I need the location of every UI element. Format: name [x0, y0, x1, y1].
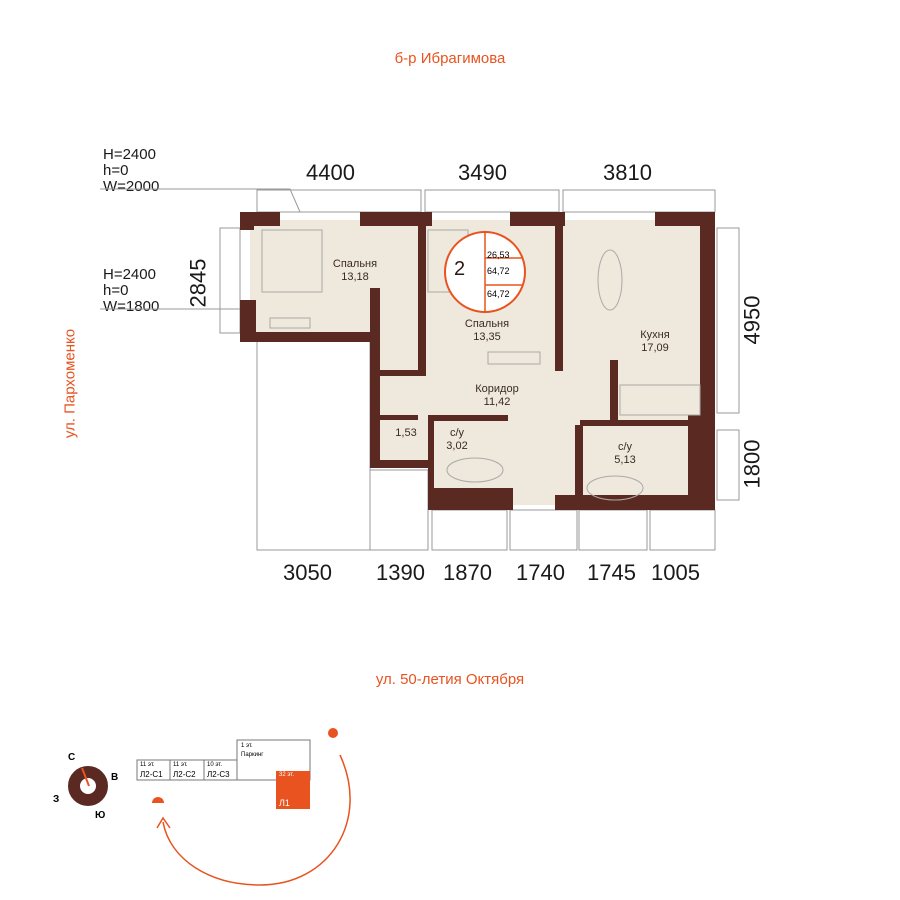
- badge-living-area: 26,53: [487, 250, 510, 260]
- street-top: б-р Ибрагимова: [394, 50, 506, 67]
- walls: [240, 212, 715, 510]
- room-area: 5,13: [614, 454, 636, 466]
- dim-bottom-4: 1740: [516, 560, 565, 585]
- opening-width: W=2000: [103, 178, 160, 195]
- dim-right-2: 1800: [739, 439, 765, 489]
- dim-top-1: 4400: [306, 160, 355, 185]
- opening-spec-2: H=2400 h=0 W=1800: [103, 267, 159, 315]
- room-area: 13,35: [473, 331, 501, 343]
- section-floors: 10 эт.: [207, 762, 223, 768]
- compass-n: С: [68, 752, 76, 763]
- compass-e: В: [111, 772, 119, 783]
- opening-sill: h=0: [103, 162, 129, 179]
- site-plan: [136, 728, 351, 886]
- room-name: с/у: [617, 441, 633, 453]
- section-name: Л2-С2: [173, 770, 196, 779]
- street-bottom: ул. 50-летия Октября: [375, 671, 525, 688]
- compass-s: Ю: [95, 810, 106, 821]
- area-badge: [444, 231, 526, 313]
- site-section-2: 11 эт. Л2-С2: [173, 761, 196, 779]
- site-section-3: 10 эт. Л2-С3: [207, 761, 230, 779]
- section-name: Л2-С1: [140, 770, 163, 779]
- opening-sill: h=0: [103, 282, 129, 299]
- room-name: Спальня: [332, 258, 378, 270]
- compass: [68, 766, 108, 806]
- dim-top-2: 3490: [458, 160, 507, 185]
- furniture: [261, 229, 701, 501]
- bed: [261, 229, 323, 293]
- bathtub: [586, 475, 644, 501]
- room-area: 17,09: [641, 342, 669, 354]
- floor: [250, 220, 708, 505]
- sun-path-arrow: [162, 754, 351, 886]
- dim-bottom-6: 1005: [651, 560, 700, 585]
- room-name: Спальня: [464, 318, 510, 330]
- badge-total-area-2: 64,72: [487, 289, 510, 299]
- parking-floors: 1 эт.: [241, 743, 253, 749]
- kitchen-counter: [619, 384, 701, 416]
- dim-right-1: 4950: [739, 295, 765, 345]
- badge-total-area: 64,72: [487, 266, 510, 276]
- room-area: 1,53: [395, 427, 417, 439]
- dim-bottom-5: 1745: [587, 560, 636, 585]
- opening-spec-1: H=2400 h=0 W=2000: [103, 147, 159, 195]
- section-name: Л2-С3: [207, 770, 230, 779]
- badge-room-count: 2: [454, 258, 466, 280]
- room-area: 11,42: [483, 396, 511, 408]
- dim-top-3: 3810: [603, 160, 652, 185]
- dim-bottom-1: 3050: [283, 560, 332, 585]
- sun-icon: [328, 728, 338, 738]
- room-storage: 1,53: [386, 427, 426, 440]
- current-floors: 32 эт.: [279, 772, 295, 778]
- opening-width: W=1800: [103, 298, 160, 315]
- site-section-1: 11 эт. Л2-С1: [140, 761, 163, 779]
- current-name: Л1: [279, 798, 290, 808]
- parking-name: Паркинг: [241, 752, 264, 758]
- room-area: 3,02: [446, 440, 468, 452]
- opening-height: H=2400: [103, 266, 156, 283]
- dim-bottom-3: 1870: [443, 560, 492, 585]
- room-name: с/у: [449, 427, 465, 439]
- room-name: Кухня: [640, 329, 670, 341]
- current-building: [276, 771, 310, 809]
- room-name: Коридор: [475, 383, 519, 395]
- bathtub: [446, 457, 504, 483]
- dining-table: [597, 249, 623, 311]
- site-parking: 1 эт. Паркинг: [241, 742, 263, 760]
- compass-w: З: [53, 794, 60, 805]
- room-area: 13,18: [341, 271, 369, 283]
- dim-left: 2845: [185, 258, 211, 308]
- section-floors: 11 эт.: [173, 762, 188, 768]
- dim-bottom-2: 1390: [376, 560, 425, 585]
- sunset-icon: [152, 797, 164, 803]
- opening-height: H=2400: [103, 146, 156, 163]
- section-floors: 11 эт.: [140, 762, 155, 768]
